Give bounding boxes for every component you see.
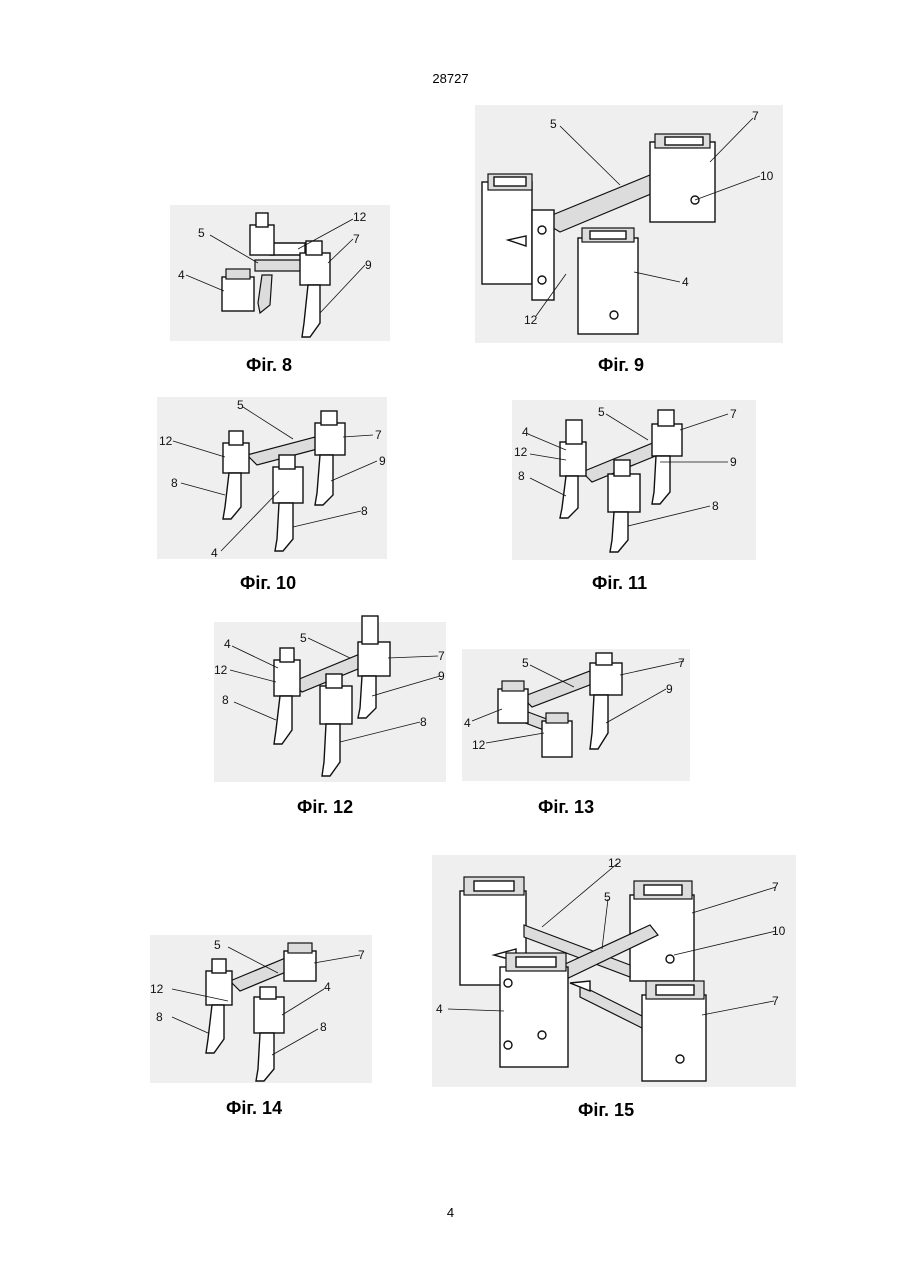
figure-15-drawing: 12 5 7 10 4 7 <box>430 855 800 1090</box>
callout-label: 7 <box>353 232 360 246</box>
callout-label: 9 <box>438 669 445 683</box>
callout-label: 5 <box>522 656 529 670</box>
callout-label: 9 <box>365 258 372 272</box>
callout-label: 5 <box>550 117 557 131</box>
figure-14: 5 7 12 4 8 8 Фіг. 14 <box>148 935 378 1128</box>
callout-label: 4 <box>682 275 689 289</box>
callout-label: 4 <box>522 425 529 439</box>
callout-label: 8 <box>361 504 368 518</box>
callout-label: 4 <box>224 637 231 651</box>
figure-8-drawing: 5 12 7 9 4 <box>170 205 390 345</box>
figure-9-drawing: 5 7 10 4 12 <box>470 100 790 350</box>
figure-14-drawing: 5 7 12 4 8 8 <box>148 935 378 1085</box>
callout-label: 8 <box>156 1010 163 1024</box>
callout-label: 7 <box>678 656 685 670</box>
callout-label: 12 <box>150 982 164 996</box>
callout-label: 8 <box>420 715 427 729</box>
callout-label: 12 <box>514 445 528 459</box>
callout-label: 12 <box>214 663 228 677</box>
figure-10: 5 12 7 9 8 8 4 Фіг. 10 <box>155 395 395 595</box>
callout-label: 12 <box>159 434 173 448</box>
figure-10-drawing: 5 12 7 9 8 8 4 <box>155 395 395 565</box>
callout-label: 4 <box>464 716 471 730</box>
page-header-code: 28727 <box>0 71 901 86</box>
callout-label: 5 <box>300 631 307 645</box>
callout-label: 8 <box>518 469 525 483</box>
callout-label: 5 <box>604 890 611 904</box>
callout-label: 12 <box>524 313 538 327</box>
figure-caption: Фіг. 14 <box>226 1098 282 1119</box>
callout-label: 10 <box>772 924 786 938</box>
figure-caption: Фіг. 12 <box>297 797 353 818</box>
figure-9: 5 7 10 4 12 Фіг. 9 <box>470 100 790 350</box>
callout-label: 5 <box>598 405 605 419</box>
figure-caption: Фіг. 11 <box>592 573 647 594</box>
figure-caption: Фіг. 13 <box>538 797 594 818</box>
figure-11-drawing: 4 5 7 12 9 8 8 <box>510 400 760 565</box>
figure-12-drawing: 4 5 7 12 9 8 8 <box>212 612 452 787</box>
callout-label: 5 <box>198 226 205 240</box>
callout-label: 7 <box>358 948 365 962</box>
callout-label: 12 <box>472 738 486 752</box>
callout-label: 4 <box>324 980 331 994</box>
callout-label: 7 <box>772 994 779 1008</box>
callout-label: 7 <box>752 109 759 123</box>
callout-label: 8 <box>171 476 178 490</box>
figure-11: 4 5 7 12 9 8 8 Фіг. 11 <box>510 400 760 600</box>
callout-label: 12 <box>353 210 367 224</box>
figure-caption: Фіг. 15 <box>578 1100 634 1121</box>
callout-label: 9 <box>379 454 386 468</box>
callout-label: 7 <box>438 649 445 663</box>
callout-label: 12 <box>608 856 622 870</box>
callout-label: 8 <box>712 499 719 513</box>
figure-caption: Фіг. 9 <box>598 355 644 376</box>
callout-label: 9 <box>730 455 737 469</box>
figure-13: 5 7 9 4 12 Фіг. 13 <box>462 645 697 827</box>
page-number: 4 <box>0 1205 901 1220</box>
callout-label: 5 <box>237 398 244 412</box>
callout-label: 10 <box>760 169 774 183</box>
figure-12: 4 5 7 12 9 8 8 Фіг. 12 <box>212 612 452 827</box>
callout-label: 7 <box>730 407 737 421</box>
callout-label: 7 <box>772 880 779 894</box>
figure-caption: Фіг. 8 <box>246 355 292 376</box>
callout-label: 5 <box>214 938 221 952</box>
callout-label: 4 <box>211 546 218 560</box>
callout-label: 7 <box>375 428 382 442</box>
callout-label: 8 <box>320 1020 327 1034</box>
figure-8: 5 12 7 9 4 Фіг. 8 <box>170 205 390 345</box>
figure-caption: Фіг. 10 <box>240 573 296 594</box>
figure-15: 12 5 7 10 4 7 Фіг. 15 <box>430 855 800 1125</box>
callout-label: 4 <box>436 1002 443 1016</box>
callout-label: 8 <box>222 693 229 707</box>
figure-13-drawing: 5 7 9 4 12 <box>462 645 697 785</box>
callout-label: 4 <box>178 268 185 282</box>
callout-label: 9 <box>666 682 673 696</box>
